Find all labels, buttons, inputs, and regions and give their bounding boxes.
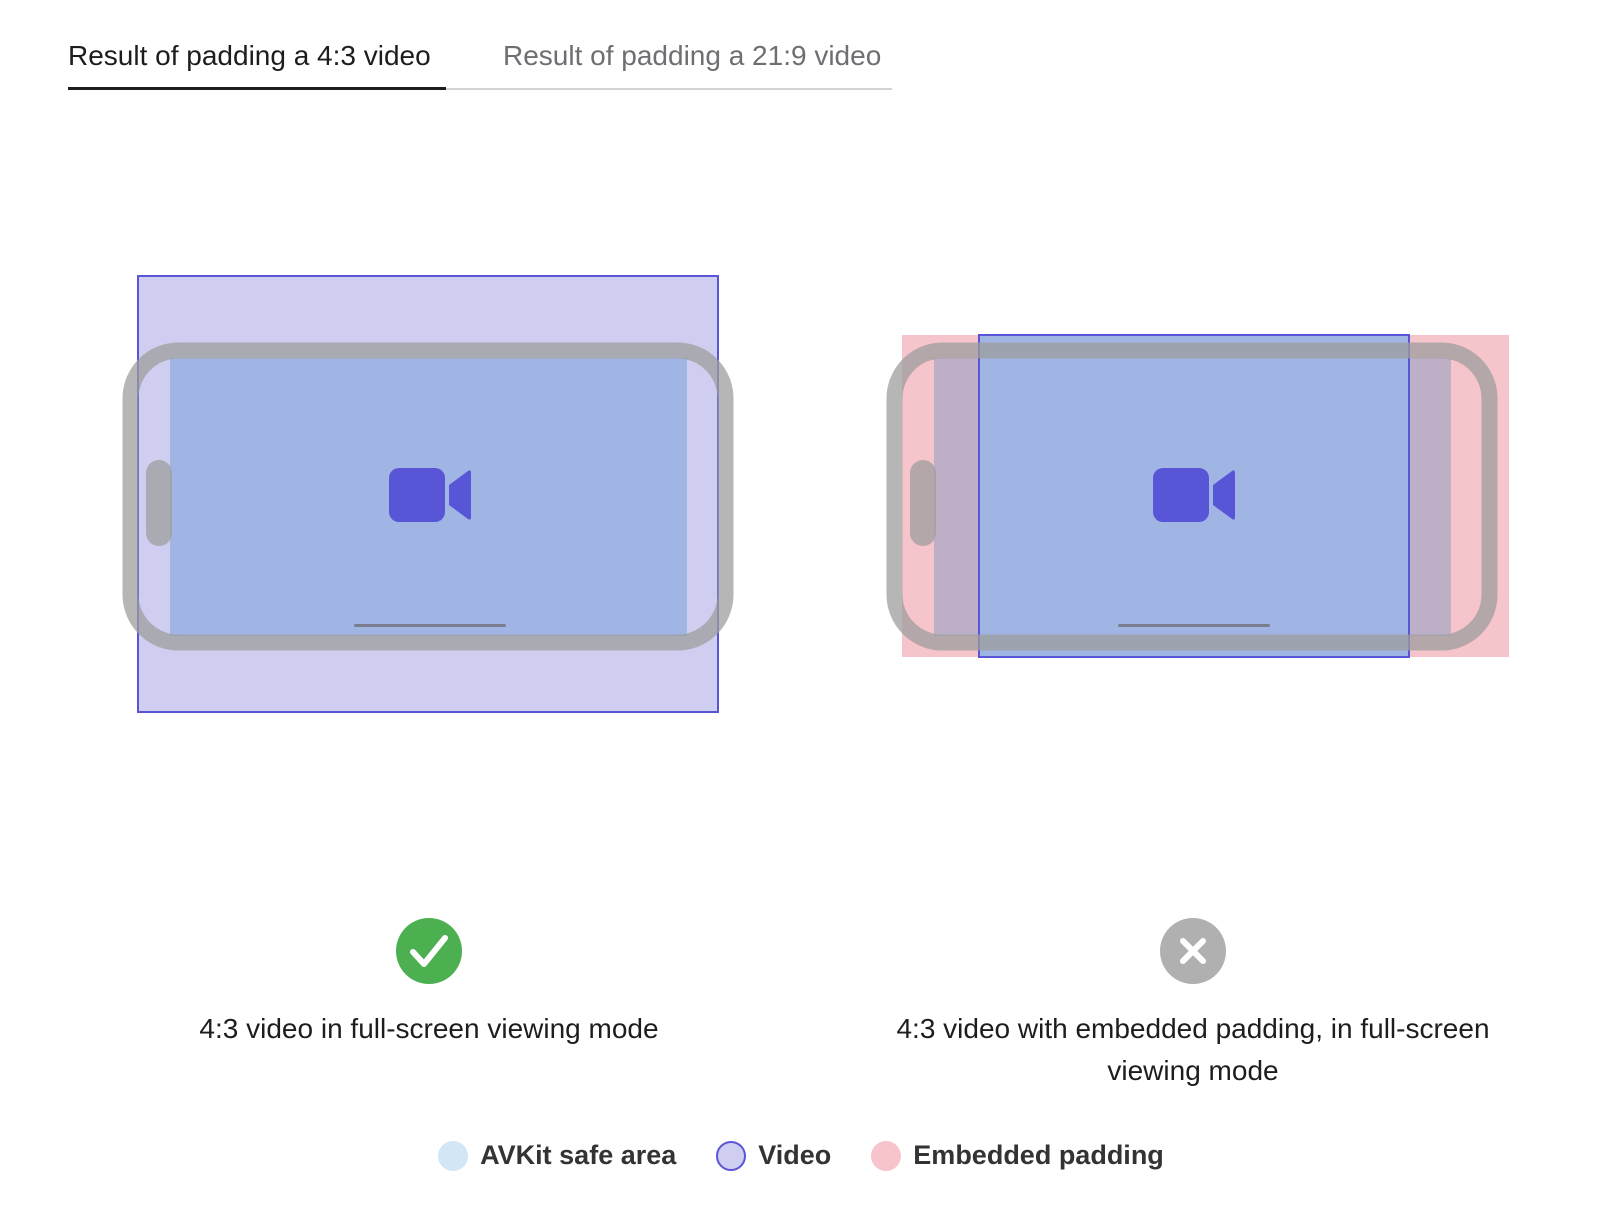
checkmark-icon: [396, 918, 462, 984]
legend: AVKit safe area Video Embedded padding: [0, 1140, 1602, 1171]
legend-item-video: Video: [716, 1140, 831, 1171]
tab-bar: Result of padding a 4:3 video Result of …: [68, 30, 892, 90]
x-mark-icon: [1160, 918, 1226, 984]
legend-label: Embedded padding: [913, 1140, 1164, 1170]
caption-embedded-padding: 4:3 video with embedded padding, in full…: [896, 1013, 1490, 1086]
dynamic-island: [910, 460, 936, 546]
video-camera-icon: [1153, 468, 1235, 522]
tab-21-9-video[interactable]: Result of padding a 21:9 video: [503, 40, 882, 71]
diagram-4-3-embedded-padding: [872, 270, 1512, 740]
home-indicator: [1118, 624, 1270, 627]
legend-item-embedded-padding: Embedded padding: [871, 1140, 1164, 1171]
legend-label: AVKit safe area: [480, 1140, 677, 1170]
device-frame: [122, 342, 734, 651]
home-indicator: [354, 624, 506, 627]
dynamic-island: [146, 460, 172, 546]
caption-fullscreen: 4:3 video in full-screen viewing mode: [199, 1013, 659, 1044]
embedded-padding-swatch: [871, 1140, 902, 1171]
tab-track: [68, 88, 892, 90]
tab-selected-indicator: [68, 87, 446, 90]
video-swatch: [716, 1140, 747, 1171]
diagram-4-3-fullscreen: [108, 270, 748, 740]
device-frame: [886, 342, 1498, 651]
legend-label: Video: [758, 1140, 832, 1170]
safe-area-swatch: [438, 1140, 469, 1171]
tab-4-3-video[interactable]: Result of padding a 4:3 video: [68, 40, 431, 71]
legend-item-safe-area: AVKit safe area: [438, 1140, 676, 1171]
video-camera-icon: [389, 468, 471, 522]
